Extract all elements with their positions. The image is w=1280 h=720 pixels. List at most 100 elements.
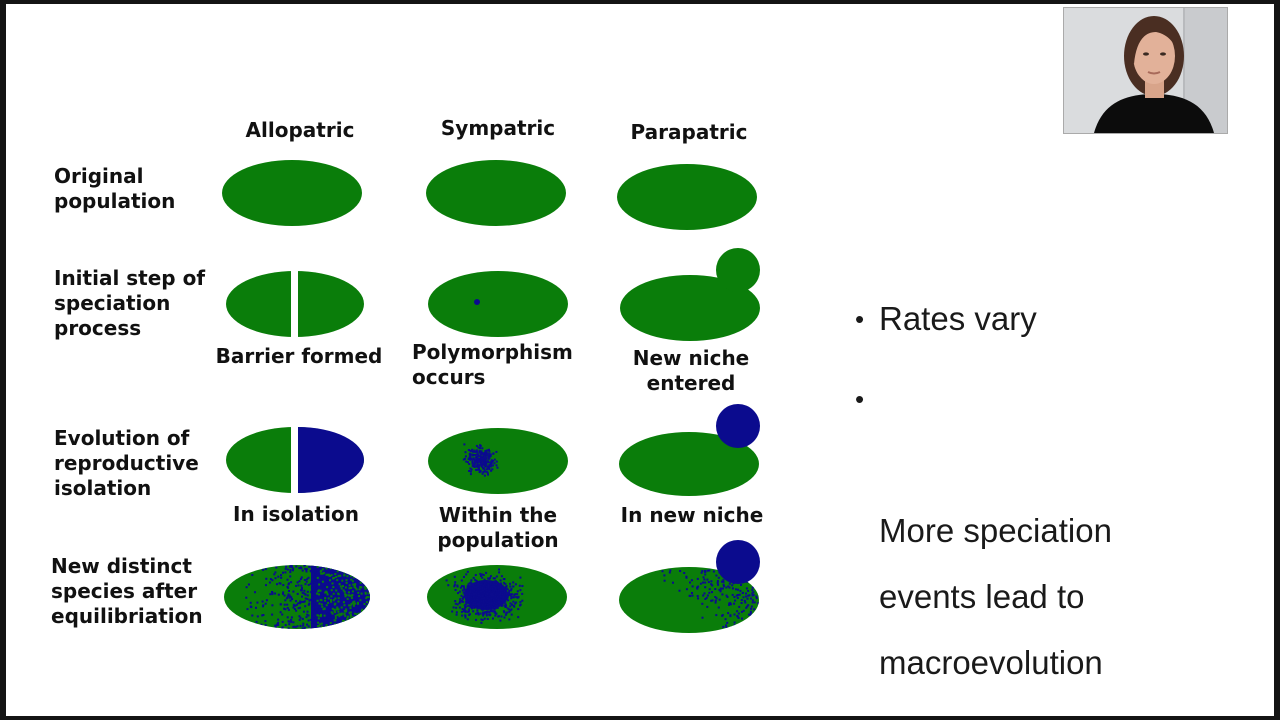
speckle-dot (359, 613, 362, 616)
speckle-dot (473, 449, 476, 452)
speckle-dot (489, 583, 492, 585)
speckle-dot (332, 630, 334, 632)
speckle-dot (481, 453, 484, 456)
speckle-dot (318, 607, 320, 610)
speckle-dot (369, 594, 370, 597)
speckle-dot (480, 621, 483, 624)
speckle-dot (374, 569, 376, 571)
speckle-dot (480, 456, 483, 458)
speckle-dot (487, 585, 490, 587)
speckle-dot (760, 626, 762, 628)
speckle-dot (352, 583, 355, 586)
speckle-dot (482, 467, 484, 470)
speckle-dot (508, 608, 510, 611)
speckle-dot (345, 594, 348, 597)
speckle-dot (752, 614, 755, 617)
speckle-dot (475, 603, 478, 606)
speckle-dot (507, 592, 509, 595)
speckle-dot (374, 589, 376, 591)
speckle-dot (364, 587, 367, 590)
speckle-dot (740, 602, 743, 604)
speckle-dot (755, 584, 758, 587)
speckle-dot (264, 624, 267, 627)
speckle-dot (339, 583, 342, 586)
speckle-dot (271, 591, 273, 593)
speckle-dot (492, 460, 495, 462)
speckle-dot (721, 614, 724, 617)
speckle-dot (344, 618, 347, 621)
speckle-dot (749, 610, 752, 613)
speckle-dot (261, 614, 264, 617)
speckle-dot (497, 582, 500, 585)
speckle-dot (349, 607, 352, 610)
speckle-dot (758, 576, 759, 579)
speckle-dot (487, 606, 490, 609)
speckle-dot (495, 464, 498, 467)
speckle-dot (488, 595, 491, 598)
speckle-dot (487, 596, 490, 599)
speckle-dot (470, 468, 473, 471)
speckle-dot (354, 593, 357, 596)
speckle-dot (474, 583, 477, 586)
speckle-dot (519, 601, 522, 604)
speckle-dot (339, 574, 342, 577)
speckle-dot (358, 588, 361, 591)
speckle-dot (503, 616, 506, 619)
speckle-dot (481, 594, 484, 597)
speckle-dot (727, 585, 730, 588)
speckle-dot (349, 611, 352, 614)
speckle-dot (316, 565, 319, 568)
speckle-dot (445, 579, 448, 582)
speckle-dot (475, 584, 478, 587)
speckle-dot (491, 605, 494, 608)
speckle-dot (478, 464, 481, 467)
speckle-dot (714, 588, 717, 590)
speckle-dot (350, 602, 353, 605)
speckle-dot (336, 566, 339, 569)
speckle-dot (467, 604, 469, 607)
speckle-dot (748, 594, 751, 597)
speckle-dot (327, 604, 330, 607)
speckle-dot (489, 453, 492, 456)
speckle-dot (340, 613, 343, 616)
speckle-dot (330, 611, 333, 614)
speckle-dot (486, 595, 489, 598)
speckle-dot (482, 462, 485, 465)
speckle-dot (515, 601, 518, 604)
speckle-dot (290, 596, 293, 599)
bullet-text: More speciation events lead to macroevol… (879, 512, 1112, 681)
speckle-dot (319, 598, 322, 601)
speckle-dot (352, 568, 355, 571)
speckle-dot (286, 578, 289, 581)
speckle-dot (374, 583, 376, 585)
speckle-dot (290, 618, 293, 621)
speckle-dot (366, 622, 368, 625)
speckle-dot (361, 614, 364, 617)
speckle-dot (345, 608, 348, 611)
speckle-dot (485, 613, 488, 616)
speckle-dot (739, 589, 742, 592)
row-label-new-species: New distinct species after equilibriatio… (51, 554, 203, 628)
speckle-dot (325, 614, 328, 617)
speckle-dot (279, 611, 282, 614)
speckle-dot (451, 610, 454, 613)
speckle-dot (737, 588, 739, 591)
speckle-dot (336, 615, 339, 618)
column-header-sympatric: Sympatric (440, 116, 556, 140)
speckle-dot (296, 592, 299, 595)
speckle-dot (331, 593, 334, 596)
speckle-dot (358, 595, 360, 598)
speckle-dot (488, 613, 491, 616)
speckle-dot (696, 587, 699, 590)
speckle-dot (487, 583, 490, 586)
speckle-dot (482, 471, 485, 474)
speckle-dot (342, 604, 345, 607)
speckle-dot (501, 599, 503, 602)
speckle-dot (454, 602, 457, 605)
speckle-dot (346, 581, 349, 584)
speckle-dot (502, 587, 505, 590)
speckle-dot (351, 572, 353, 575)
speckle-dot (490, 465, 493, 468)
speckle-dot (362, 579, 365, 582)
